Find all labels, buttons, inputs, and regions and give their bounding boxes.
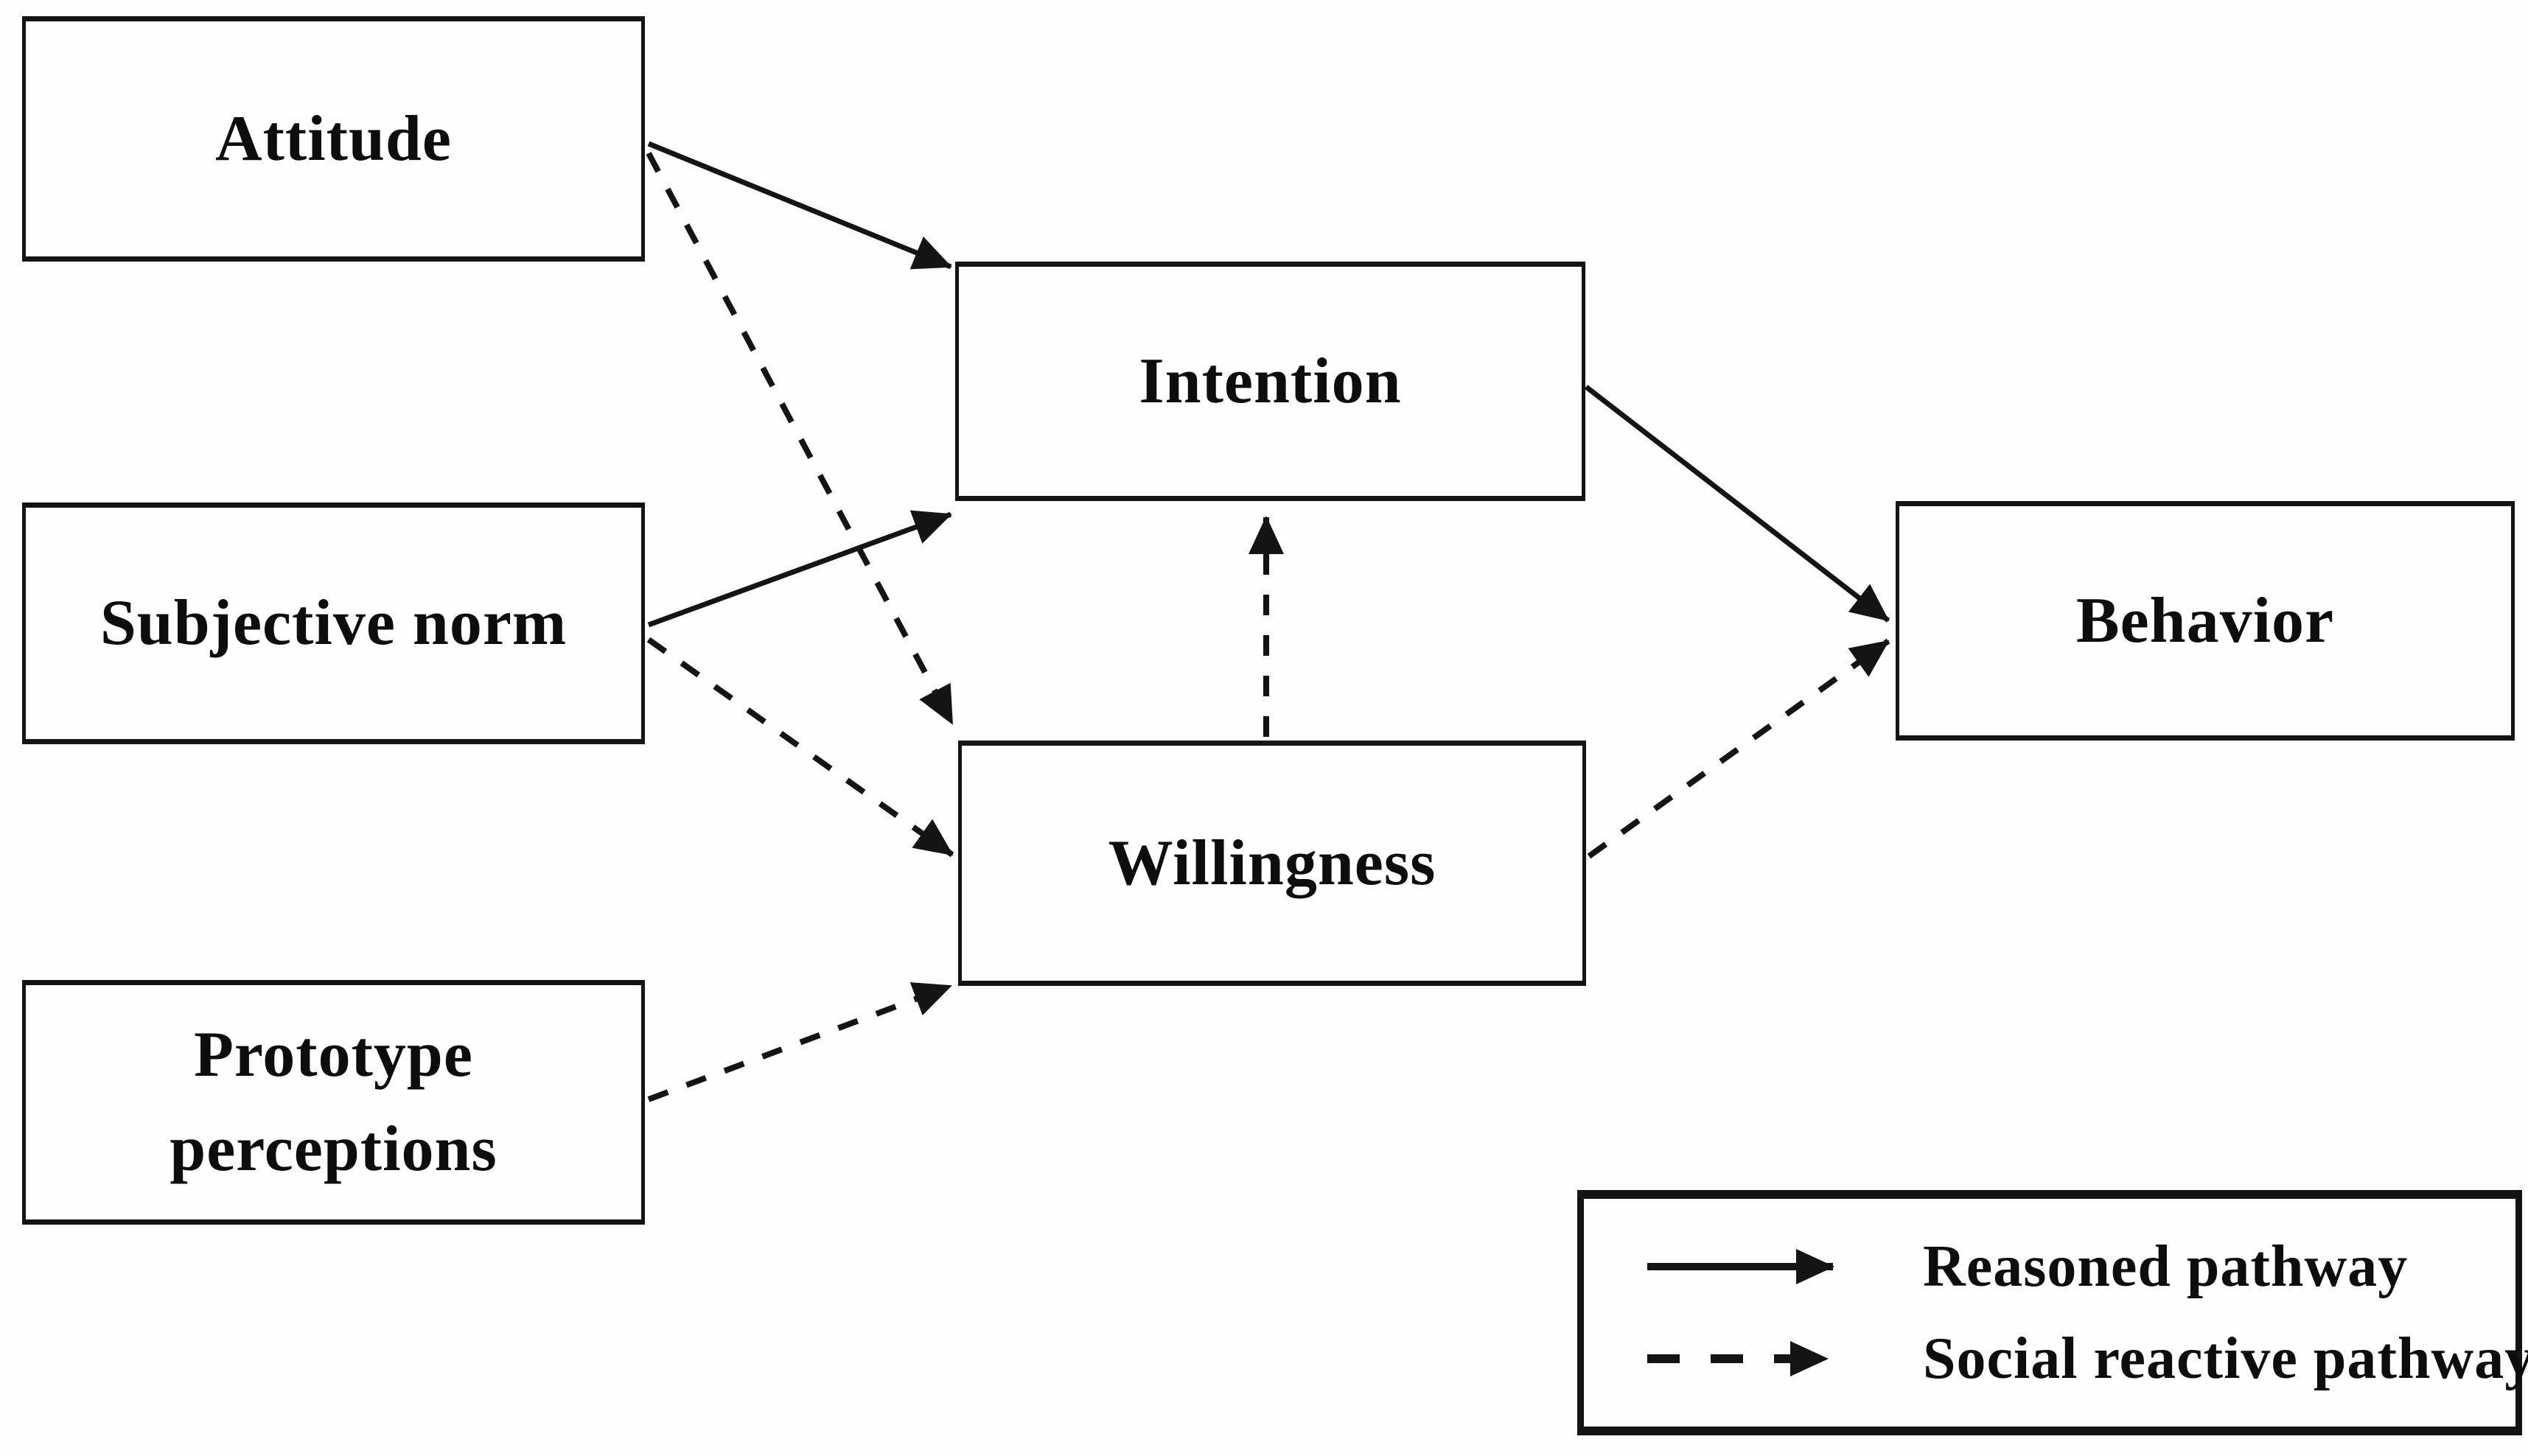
legend-box: Reasoned pathway Social reactive pathway bbox=[1577, 1190, 2528, 1435]
edge-subjective-norm-to-willingness bbox=[646, 637, 954, 858]
node-behavior: Behavior bbox=[1896, 501, 2515, 741]
node-willingness-label: Willingness bbox=[1108, 827, 1436, 899]
edge-prototype-perceptions-to-willingness bbox=[647, 982, 952, 1102]
node-attitude: Attitude bbox=[22, 16, 645, 262]
node-intention: Intention bbox=[955, 262, 1585, 501]
node-willingness: Willingness bbox=[958, 741, 1586, 986]
legend-row-social-reactive: Social reactive pathway bbox=[1641, 1326, 2528, 1393]
legend-label-reasoned: Reasoned pathway bbox=[1923, 1233, 2409, 1299]
node-subjective-norm: Subjective norm bbox=[22, 503, 645, 744]
node-prototype-perceptions: Prototype perceptions bbox=[22, 980, 645, 1225]
node-attitude-label: Attitude bbox=[215, 102, 452, 175]
edge-attitude-to-willingness bbox=[646, 152, 955, 725]
solid-arrow-icon bbox=[1647, 1249, 1834, 1284]
dashed-arrow-icon bbox=[1647, 1341, 1829, 1376]
legend-label-social-reactive: Social reactive pathway bbox=[1923, 1326, 2528, 1391]
legend-row-reasoned: Reasoned pathway bbox=[1641, 1233, 2515, 1301]
edge-attitude-to-intention bbox=[647, 141, 952, 270]
node-subjective-norm-label: Subjective norm bbox=[99, 587, 568, 659]
edge-willingness-to-behavior bbox=[1587, 638, 1890, 859]
node-behavior-label: Behavior bbox=[2075, 584, 2335, 657]
edge-intention-to-behavior bbox=[1584, 385, 1890, 623]
node-intention-label: Intention bbox=[1139, 345, 1402, 417]
edge-subjective-norm-to-intention bbox=[647, 510, 952, 628]
node-prototype-perceptions-label: Prototype perceptions bbox=[170, 1019, 497, 1185]
